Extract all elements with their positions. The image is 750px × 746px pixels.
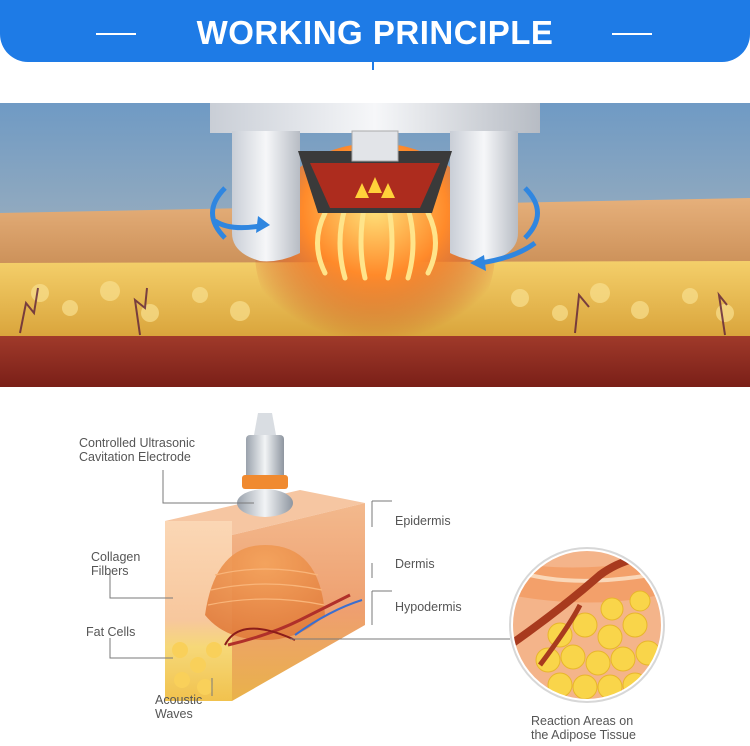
reaction-areas-label: Reaction Areas on the Adipose Tissue <box>531 714 636 742</box>
hypodermis-label: Hypodermis <box>395 600 462 614</box>
banner-right-line <box>612 33 652 35</box>
acoustic-waves-label: Acoustic Waves <box>155 693 202 721</box>
fat-cells-label: Fat Cells <box>86 625 135 639</box>
epidermis-label: Epidermis <box>395 514 451 528</box>
title-banner: WORKING PRINCIPLE <box>0 0 750 62</box>
banner-tick <box>372 56 374 70</box>
collagen-label: Collagen Filbers <box>91 550 140 578</box>
dermis-label: Dermis <box>395 557 435 571</box>
electrode-label: Controlled Ultrasonic Cavitation Electro… <box>79 436 195 464</box>
treatment-illustration <box>0 103 750 387</box>
